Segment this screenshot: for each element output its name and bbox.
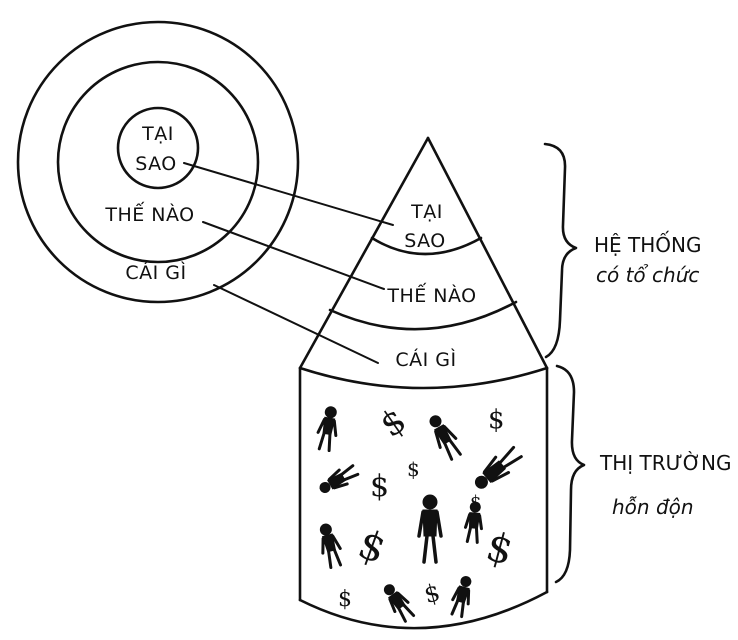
upper-brace-label-line1: HỆ THỐNG (594, 231, 702, 257)
dollar-icon: $ (370, 469, 389, 504)
circle-outer-label: CÁI GÌ (125, 261, 186, 284)
person-icon (450, 576, 472, 619)
dollar-icon: $ (481, 524, 517, 575)
inner-circle (116, 106, 200, 190)
lower-brace-label-line2: hỗn độn (612, 495, 694, 519)
middle-circle (56, 60, 260, 264)
lower-brace (554, 364, 586, 584)
circle-inner-label-line1: TẠI (141, 123, 174, 145)
person-icon (429, 415, 462, 461)
connector-lines (183, 162, 394, 364)
cylinder-top-rim (298, 366, 549, 390)
connector-why (183, 162, 394, 226)
cylinder-bottom-rim (298, 590, 549, 630)
lower-brace-label-line1: THỊ TRƯỜNG (599, 451, 732, 475)
person-icon (319, 523, 343, 570)
cone-left-edge (298, 136, 430, 370)
dollar-icon: $ (407, 457, 420, 481)
person-icon (417, 494, 443, 564)
upper-brace (543, 142, 578, 359)
person-icon (383, 584, 416, 623)
cylinder (298, 366, 549, 630)
dollar-icon: $ (373, 400, 414, 445)
golden-circle: TẠI SAO THẾ NÀO CÁI GÌ (16, 20, 300, 304)
cone: TẠI SAO THẾ NÀO CÁI GÌ (298, 136, 549, 371)
person-icon (464, 501, 483, 544)
person-icon (319, 464, 360, 493)
dollar-icon: $ (488, 405, 505, 435)
dollar-icon: $ (338, 587, 352, 612)
person-icon (316, 406, 338, 453)
dollar-icon: $ (470, 492, 481, 513)
cone-bottom-label: CÁI GÌ (395, 348, 456, 371)
upper-brace-label-line2: có tổ chức (596, 263, 699, 287)
circle-middle-label: THẾ NÀO (104, 201, 194, 226)
cone-middle-label: THẾ NÀO (386, 282, 476, 307)
cone-top-label-line2: SAO (404, 230, 446, 252)
cone-right-edge (426, 136, 549, 370)
connector-what (213, 284, 379, 364)
circle-inner-label-line2: SAO (135, 153, 177, 175)
person-icon-group (316, 406, 523, 623)
cone-band-2 (328, 300, 518, 331)
cone-band-1 (370, 236, 483, 256)
outer-circle (16, 20, 300, 304)
braces: HỆ THỐNG có tổ chức THỊ TRƯỜNG hỗn độn (543, 142, 732, 584)
person-icon (474, 445, 523, 489)
cone-top-label-line1: TẠI (410, 201, 443, 223)
dollar-icon: $ (421, 578, 443, 609)
connector-how (202, 221, 385, 290)
dollar-icon: $ (352, 521, 392, 573)
